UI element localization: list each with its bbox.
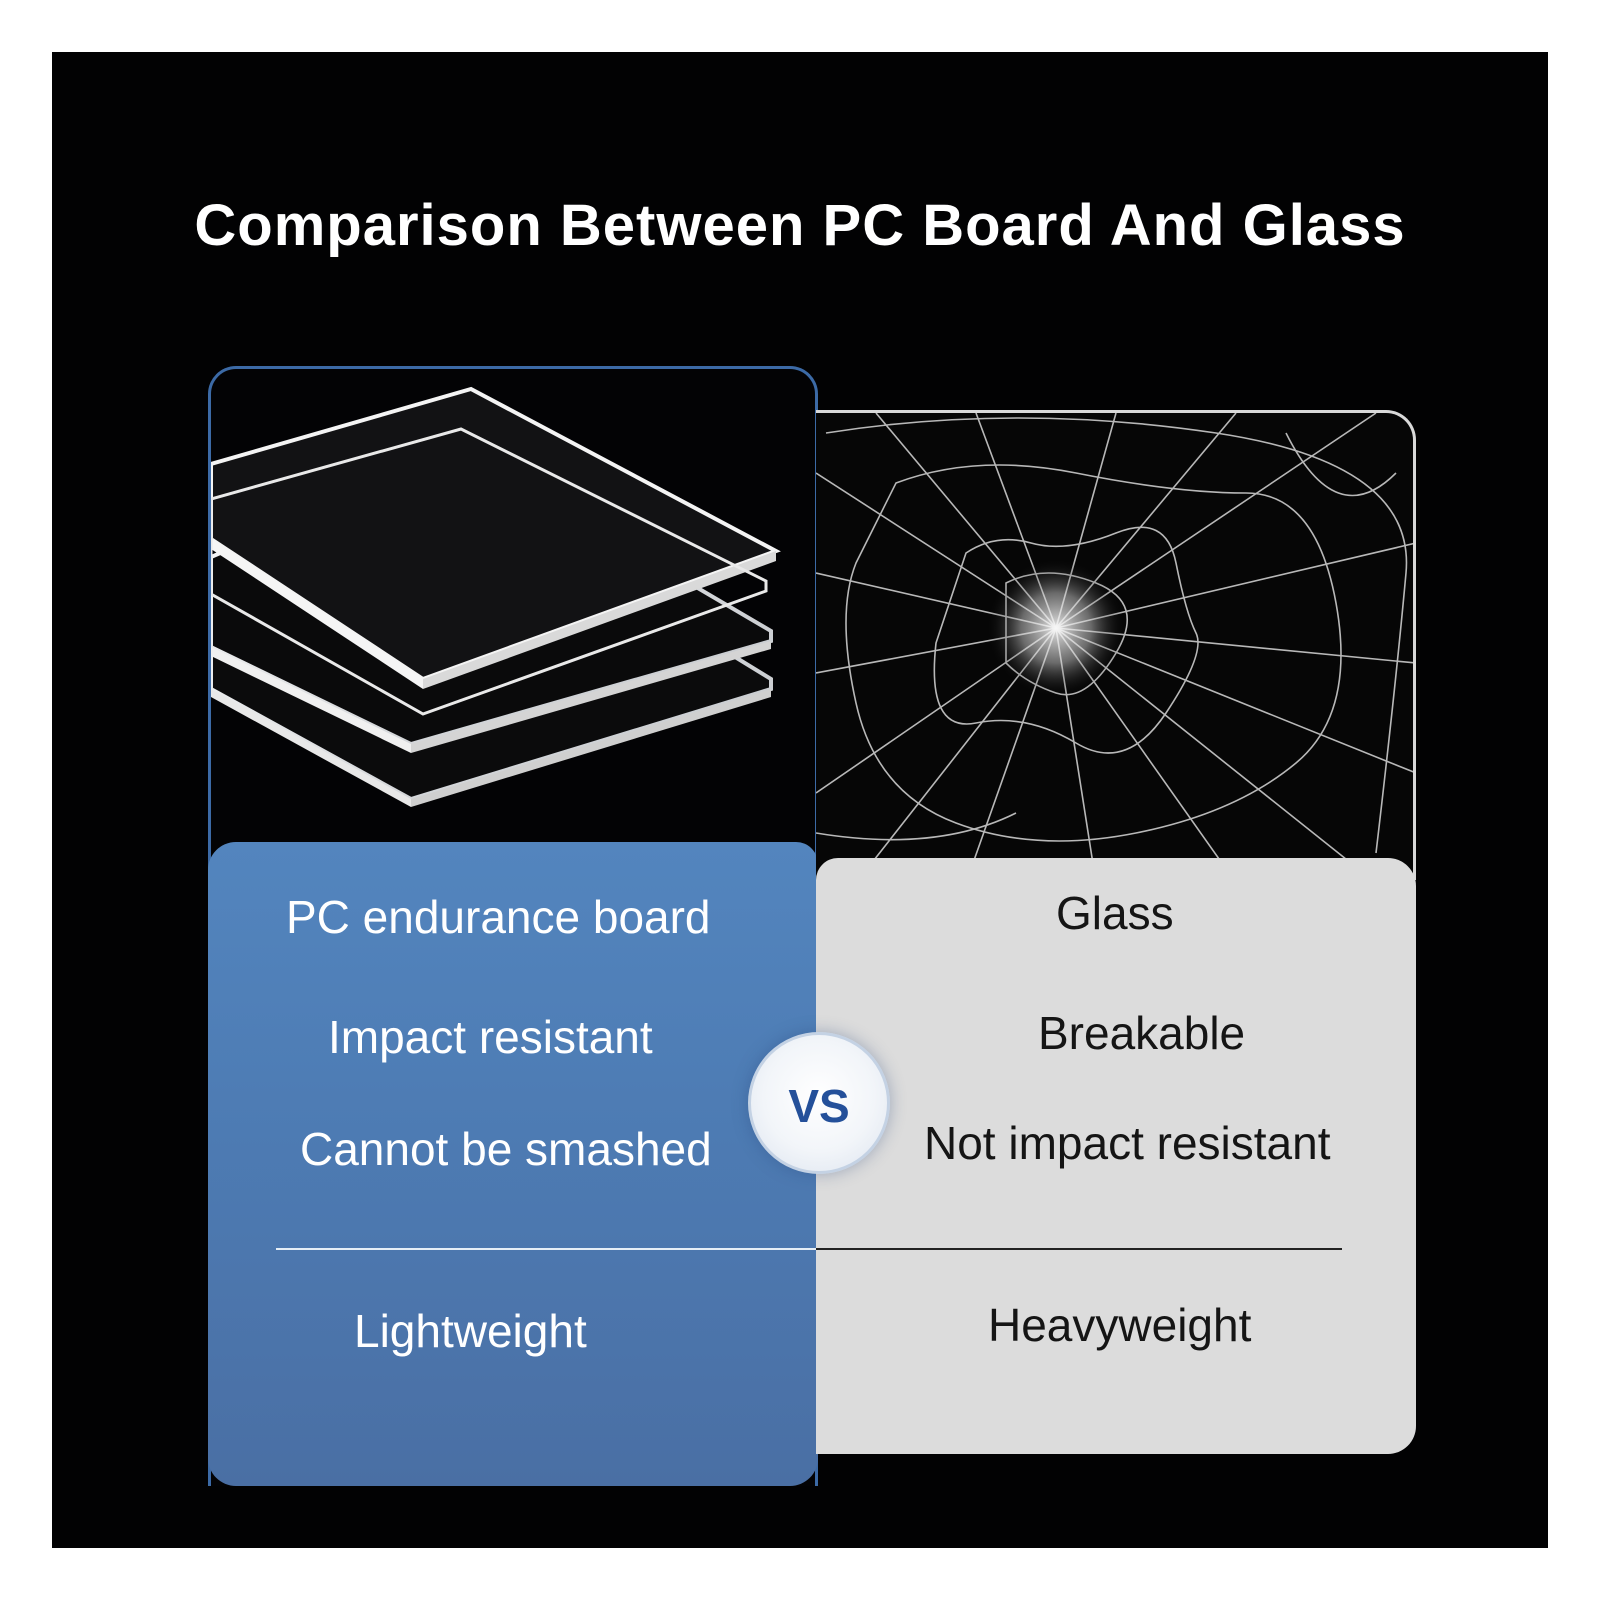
pc-feature-item: Cannot be smashed — [300, 1123, 712, 1175]
glass-name-label: Glass — [1056, 887, 1174, 939]
page-title: Comparison Between PC Board And Glass — [194, 193, 1406, 258]
stacked-sheets-illustration — [211, 386, 781, 807]
glass-weight-label: Heavyweight — [988, 1299, 1252, 1351]
pc-name-label: PC endurance board — [286, 891, 711, 943]
pc-weight-label: Lightweight — [354, 1305, 587, 1357]
glass-features-panel: Glass Breakable Not impact resistant Hea… — [816, 858, 1416, 1454]
section-divider — [276, 1248, 1342, 1250]
pc-feature-item: Impact resistant — [328, 1011, 653, 1063]
shattered-glass-illustration — [816, 413, 1413, 880]
vs-label: VS — [788, 1080, 850, 1132]
vs-badge: VS — [748, 1032, 890, 1174]
glass-feature-item: Not impact resistant — [924, 1117, 1331, 1169]
section-divider-right — [816, 1248, 1342, 1250]
broken-glass-image — [816, 410, 1416, 880]
pc-features-panel: PC endurance board Impact resistant Cann… — [208, 842, 818, 1486]
glass-feature-item: Breakable — [1038, 1007, 1246, 1059]
